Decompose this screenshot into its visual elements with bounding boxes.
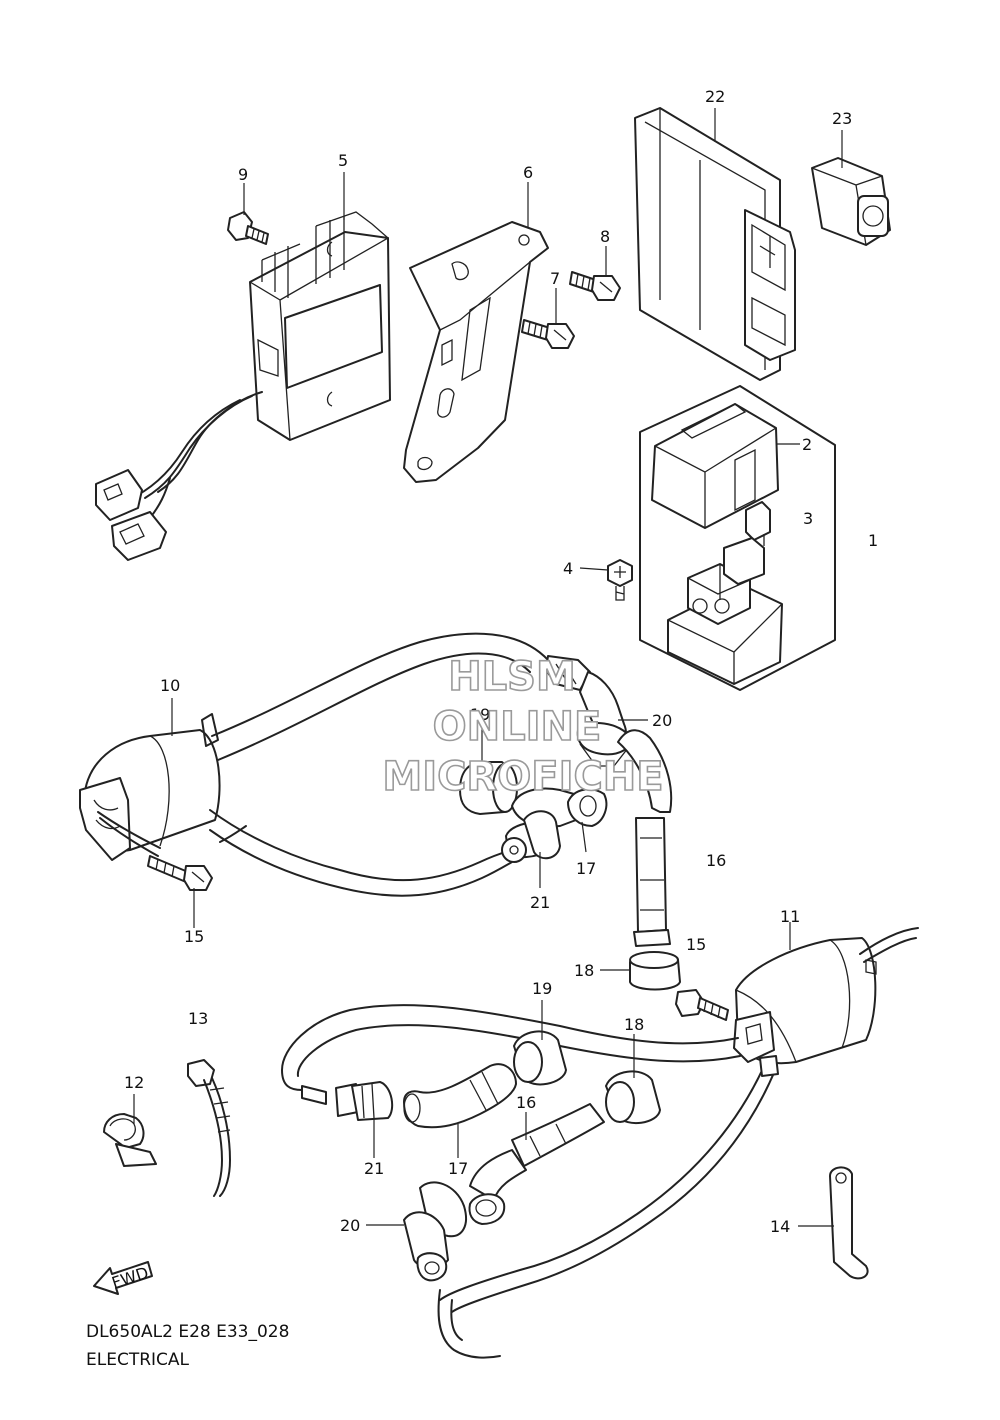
callout-20-rear: 20: [340, 1216, 360, 1235]
part-9-bolt[interactable]: [227, 211, 269, 245]
callout-16: 16: [706, 851, 726, 870]
callout-1: 1: [868, 531, 878, 550]
part-11-ignition-coil-rear[interactable]: [733, 927, 919, 1065]
part-19-seal-rear[interactable]: [513, 1030, 567, 1086]
part-5-regulator-rectifier[interactable]: [249, 211, 391, 441]
watermark: HLSM ONLINE MICROFICHE: [382, 653, 665, 801]
part-2-relay-cover[interactable]: [651, 403, 779, 529]
part-18-seal-front[interactable]: [629, 951, 681, 991]
part-19-seal-front[interactable]: [459, 761, 518, 815]
watermark-line-1: HLSM: [448, 654, 576, 700]
starter-relay[interactable]: [667, 537, 783, 685]
part-17-boot-rear[interactable]: [403, 1063, 517, 1129]
callout-numbers: 22 23 9 5 6 8 7 2 3 1 4 10 19 20 17 16 2…: [124, 87, 878, 1236]
callout-18-rear: 18: [624, 1015, 644, 1034]
part-8-bolt[interactable]: [569, 271, 621, 301]
part-14-bracket[interactable]: [829, 1166, 869, 1280]
part-16-plug-lead-front[interactable]: [617, 729, 673, 947]
part-22-ecm[interactable]: [634, 107, 796, 381]
part-21-cap-rear[interactable]: [335, 1081, 394, 1121]
part-12-clamp[interactable]: [103, 1113, 157, 1167]
callout-21: 21: [530, 893, 550, 912]
callout-13: 13: [188, 1009, 208, 1028]
callout-12: 12: [124, 1073, 144, 1092]
part-21-cap-front[interactable]: [501, 810, 561, 863]
callout-15: 15: [184, 927, 204, 946]
callout-22: 22: [705, 87, 725, 106]
callout-20: 20: [652, 711, 672, 730]
regulator-harness: [95, 391, 263, 561]
callout-14: 14: [770, 1217, 790, 1236]
part-18-seal-rear[interactable]: [605, 1070, 661, 1125]
part-20-plug-cap-rear[interactable]: [403, 1181, 467, 1282]
part-4-screw[interactable]: [607, 559, 633, 601]
callout-16-rear: 16: [516, 1093, 536, 1112]
callout-2: 2: [802, 435, 812, 454]
callout-8: 8: [600, 227, 610, 246]
callout-9: 9: [238, 165, 248, 184]
part-23-connector[interactable]: [811, 157, 891, 246]
part-6-bracket[interactable]: [403, 221, 549, 483]
callout-19-rear: 19: [532, 979, 552, 998]
part-13-cable-tie[interactable]: [187, 1059, 231, 1197]
callout-23: 23: [832, 109, 852, 128]
watermark-line-3: MICROFICHE: [382, 754, 663, 800]
callout-4: 4: [563, 559, 573, 578]
callout-7: 7: [550, 269, 560, 288]
watermark-line-2: ONLINE: [433, 704, 602, 750]
callout-17: 17: [576, 859, 596, 878]
part-10-ignition-coil-front[interactable]: [79, 713, 221, 861]
fwd-arrow-icon: FWD: [93, 1261, 153, 1295]
rear-plug-leads: [281, 1004, 779, 1359]
callout-19: 19: [470, 705, 490, 724]
fwd-label: FWD: [109, 1263, 150, 1293]
front-plug-leads: [209, 632, 591, 897]
callout-6: 6: [523, 163, 533, 182]
part-20-plug-cap-front[interactable]: [576, 671, 632, 767]
callout-21-rear: 21: [364, 1159, 384, 1178]
callout-18: 18: [574, 961, 594, 980]
section-title: ELECTRICAL: [86, 1350, 190, 1370]
callout-11: 11: [780, 907, 800, 926]
callout-17-rear: 17: [448, 1159, 468, 1178]
callout-10: 10: [160, 676, 180, 695]
part-16-plug-lead-rear[interactable]: [468, 1103, 605, 1225]
part-15-bolt-rear[interactable]: [675, 989, 729, 1021]
leader-lines: [133, 108, 843, 1227]
part-7-bolt[interactable]: [521, 319, 575, 349]
diagram-code: DL650AL2 E28 E33_028: [86, 1322, 290, 1342]
callout-5: 5: [338, 151, 348, 170]
part-15-bolt-front[interactable]: [147, 855, 213, 891]
part-1-starter-relay-kit[interactable]: [639, 385, 836, 691]
callout-3: 3: [803, 509, 813, 528]
callout-15-rear: 15: [686, 935, 706, 954]
